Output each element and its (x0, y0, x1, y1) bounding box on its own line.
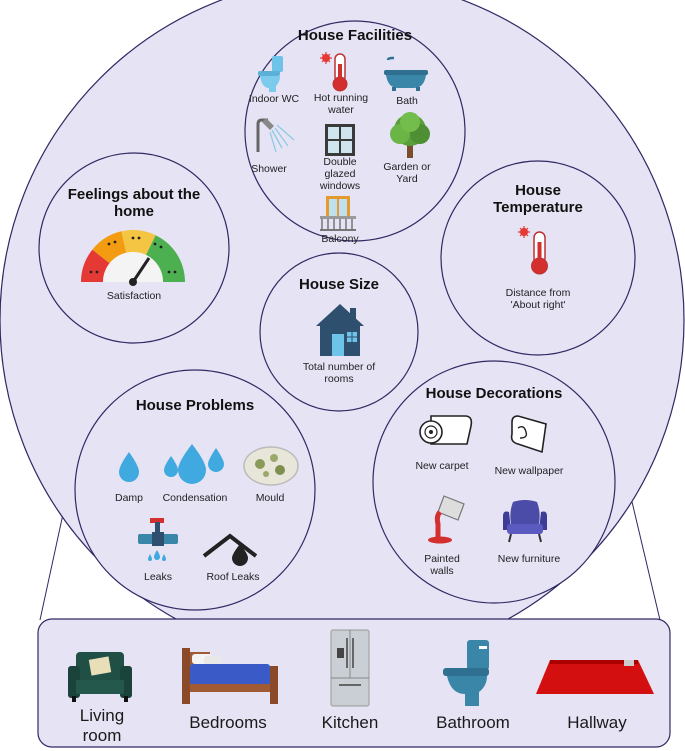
balcony-label: Balcony (321, 233, 359, 245)
bathroom-toilet-icon (443, 640, 489, 706)
temperature-title: House Temperature (493, 182, 583, 216)
leaks-label: Leaks (143, 571, 173, 583)
bathtub-icon (384, 56, 428, 91)
room-bedrooms: Bedrooms (189, 713, 267, 732)
room-kitchen: Kitchen (321, 713, 379, 732)
condensation-label: Condensation (162, 492, 228, 504)
hallway-carpet-icon (536, 660, 654, 694)
tree-icon (390, 112, 430, 158)
condensation-drops-icon (164, 444, 224, 484)
wallpaper-label: New wallpaper (494, 465, 564, 477)
shower-label: Shower (251, 163, 287, 175)
damp-drop-icon (119, 452, 139, 482)
balcony-icon (320, 196, 356, 231)
size-label: Total number of rooms (302, 361, 376, 385)
facilities-title: House Facilities (297, 27, 413, 44)
decorations-title: House Decorations (425, 385, 563, 402)
wallpaper-roll-icon (510, 415, 547, 454)
window-icon (325, 124, 355, 156)
furniture-label: New furniture (497, 553, 561, 565)
size-title: House Size (298, 276, 380, 293)
armchair-icon (503, 500, 547, 543)
roof-leaks-label: Roof Leaks (206, 571, 260, 583)
fridge-icon (330, 629, 370, 707)
thermometer-icon (320, 52, 348, 92)
problems-title: House Problems (135, 397, 255, 414)
leaking-pipe-icon (138, 518, 178, 561)
carpet-label: New carpet (415, 460, 469, 472)
armchair-room-icon (68, 652, 132, 702)
indoor-wc-label: Indoor WC (248, 93, 300, 105)
double-glazed-label: Double glazed windows (319, 156, 361, 192)
toilet-icon (258, 56, 283, 92)
hot-water-label: Hot running water (313, 92, 369, 116)
roof-leak-icon (202, 533, 258, 566)
room-hallway: Hallway (567, 713, 627, 732)
feelings-title: Feelings about the home (67, 186, 201, 220)
problems-circle (74, 369, 316, 611)
mould-dish-icon (243, 446, 299, 486)
room-living: Living room (79, 706, 125, 745)
damp-label: Damp (114, 492, 143, 504)
shower-icon (256, 118, 295, 153)
satisfaction-label: Satisfaction (106, 290, 162, 302)
mould-label: Mould (255, 492, 285, 504)
bath-label: Bath (396, 95, 418, 107)
temperature-label: Distance from 'About right' (505, 287, 571, 311)
painted-walls-label: Painted walls (424, 553, 460, 577)
satisfaction-gauge-icon (81, 230, 185, 286)
temperature-thermometer-icon (518, 226, 548, 275)
paint-can-icon (428, 495, 465, 544)
carpet-roll-icon (419, 415, 473, 445)
bed-icon (182, 648, 278, 704)
room-bathroom: Bathroom (436, 713, 510, 732)
house-icon (316, 304, 364, 356)
garden-label: Garden or Yard (383, 161, 431, 185)
